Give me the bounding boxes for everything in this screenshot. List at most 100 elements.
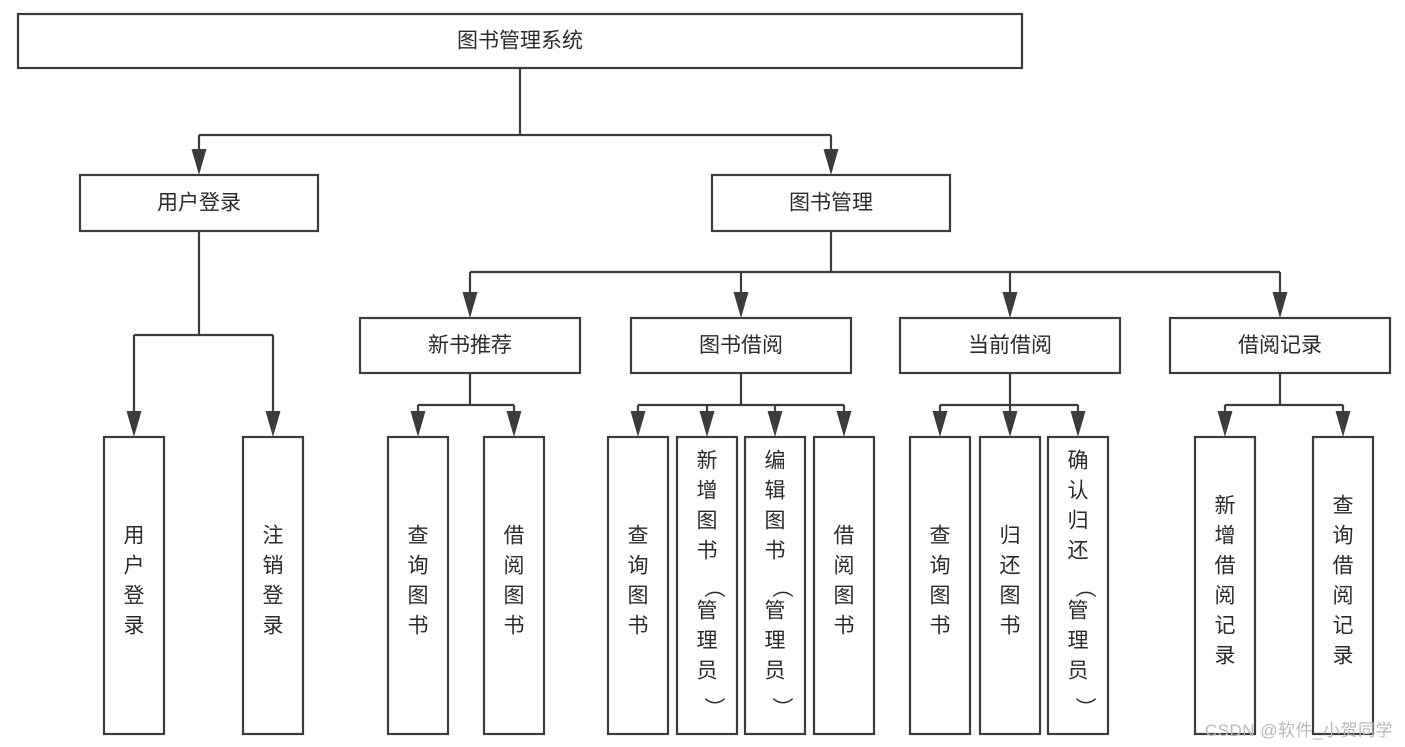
node-box[interactable]: [16, 12, 1024, 70]
node-box[interactable]: [743, 435, 807, 736]
node-label-char: 员: [1068, 660, 1089, 683]
node-label-char: 阅: [1215, 585, 1236, 608]
arrow-head-icon: [126, 411, 142, 437]
node-leaf-user-login[interactable]: 用户登录用户登录: [102, 435, 166, 736]
arrow-head-icon: [630, 411, 646, 437]
node-label-char: 询: [628, 555, 649, 578]
node-leaf-query-book-3[interactable]: 查询图书查询图书: [908, 435, 972, 736]
node-leaf-user-logout[interactable]: 注销登录注销登录: [241, 435, 305, 736]
node-label-char: 图: [765, 510, 786, 533]
arrow-head-icon: [506, 411, 522, 437]
node-box[interactable]: [1193, 435, 1257, 736]
node-box[interactable]: [710, 173, 952, 233]
node-label-char: 管: [1068, 600, 1089, 623]
arrow-head-icon: [699, 411, 715, 437]
node-box[interactable]: [978, 435, 1042, 736]
node-label-char: （: [1073, 577, 1096, 598]
node-label-char: 员: [697, 660, 718, 683]
arrow-head-icon: [836, 411, 852, 437]
node-label-char: 查: [1333, 495, 1354, 518]
node-layer: 图书管理系统用户登录图书管理新书推荐图书借阅当前借阅借阅记录用户登录用户登录注销…: [16, 12, 1392, 736]
node-borrow[interactable]: 图书借阅: [629, 316, 853, 375]
node-box[interactable]: [358, 316, 582, 375]
node-label-char: 书: [504, 615, 525, 638]
node-label-char: 还: [1000, 555, 1021, 578]
node-label: 用户登录: [157, 192, 241, 215]
node-label-char: 图: [504, 585, 525, 608]
node-label-char: 理: [765, 630, 786, 653]
node-box[interactable]: [78, 173, 320, 233]
node-label-char: 书: [834, 615, 855, 638]
node-label-char: （: [702, 577, 725, 598]
node-leaf-add-record[interactable]: 新增借阅记录新增借阅记录: [1193, 435, 1257, 736]
node-box[interactable]: [386, 435, 450, 736]
node-root[interactable]: 图书管理系统: [16, 12, 1024, 70]
node-label: 图书管理: [789, 192, 873, 215]
node-leaf-query-book-2[interactable]: 查询图书查询图书: [606, 435, 670, 736]
node-box[interactable]: [1168, 316, 1392, 375]
node-label-char: 编: [765, 450, 786, 473]
node-box[interactable]: [241, 435, 305, 736]
node-label-char: 借: [834, 525, 855, 548]
node-label-char: 员: [765, 660, 786, 683]
node-bookmgmt[interactable]: 图书管理: [710, 173, 952, 233]
node-box[interactable]: [629, 316, 853, 375]
node-leaf-borrow-book-2[interactable]: 借阅图书借阅图书: [812, 435, 876, 736]
node-label-char: 新: [1215, 495, 1236, 518]
arrow-head-icon: [462, 292, 478, 318]
node-label-char: 图: [408, 585, 429, 608]
node-box[interactable]: [812, 435, 876, 736]
node-box[interactable]: [908, 435, 972, 736]
node-leaf-return-book[interactable]: 归还图书归还图书: [978, 435, 1042, 736]
node-box[interactable]: [606, 435, 670, 736]
node-label: 图书管理系统: [457, 30, 583, 53]
node-current[interactable]: 当前借阅: [898, 316, 1122, 375]
arrow-head-icon: [1217, 411, 1233, 437]
arrow-head-icon: [767, 411, 783, 437]
arrow-head-icon: [1272, 292, 1288, 318]
node-box[interactable]: [482, 435, 546, 736]
arrow-head-icon: [932, 411, 948, 437]
node-label-char: 还: [1068, 540, 1089, 563]
node-login[interactable]: 用户登录: [78, 173, 320, 233]
arrow-head-icon: [265, 411, 281, 437]
node-label-char: 录: [124, 615, 145, 638]
node-label-char: 书: [408, 615, 429, 638]
node-label-char: 借: [1215, 555, 1236, 578]
node-label-char: 管: [765, 600, 786, 623]
node-newbook[interactable]: 新书推荐: [358, 316, 582, 375]
node-leaf-borrow-book-1[interactable]: 借阅图书借阅图书: [482, 435, 546, 736]
node-label: 当前借阅: [968, 334, 1052, 357]
node-label-char: 借: [504, 525, 525, 548]
node-record[interactable]: 借阅记录: [1168, 316, 1392, 375]
node-label-char: 录: [1215, 645, 1236, 668]
node-box[interactable]: [675, 435, 739, 736]
arrow-head-icon: [410, 411, 426, 437]
arrow-head-icon: [1002, 292, 1018, 318]
node-leaf-query-book-1[interactable]: 查询图书查询图书: [386, 435, 450, 736]
node-label-char: 书: [930, 615, 951, 638]
node-label-char: 查: [628, 525, 649, 548]
node-label-char: 录: [263, 615, 284, 638]
arrow-head-icon: [1002, 411, 1018, 437]
node-box[interactable]: [898, 316, 1122, 375]
node-box[interactable]: [1046, 435, 1110, 736]
node-label-char: 新: [697, 450, 718, 473]
node-label-char: 查: [408, 525, 429, 548]
node-leaf-query-record[interactable]: 查询借阅记录查询借阅记录: [1311, 435, 1375, 736]
csdn-watermark: CSDN @软件_小贺同学: [1204, 721, 1393, 740]
node-label: 借阅记录: [1238, 334, 1322, 357]
node-label-char: 销: [263, 555, 284, 578]
node-label: 新书推荐: [428, 334, 512, 357]
arrow-head-icon: [1070, 411, 1086, 437]
node-label-char: 归: [1068, 510, 1089, 533]
node-label-char: 增: [697, 480, 718, 503]
arrow-head-icon: [733, 292, 749, 318]
node-box[interactable]: [102, 435, 166, 736]
node-box[interactable]: [1311, 435, 1375, 736]
node-label: 图书借阅: [699, 334, 783, 357]
